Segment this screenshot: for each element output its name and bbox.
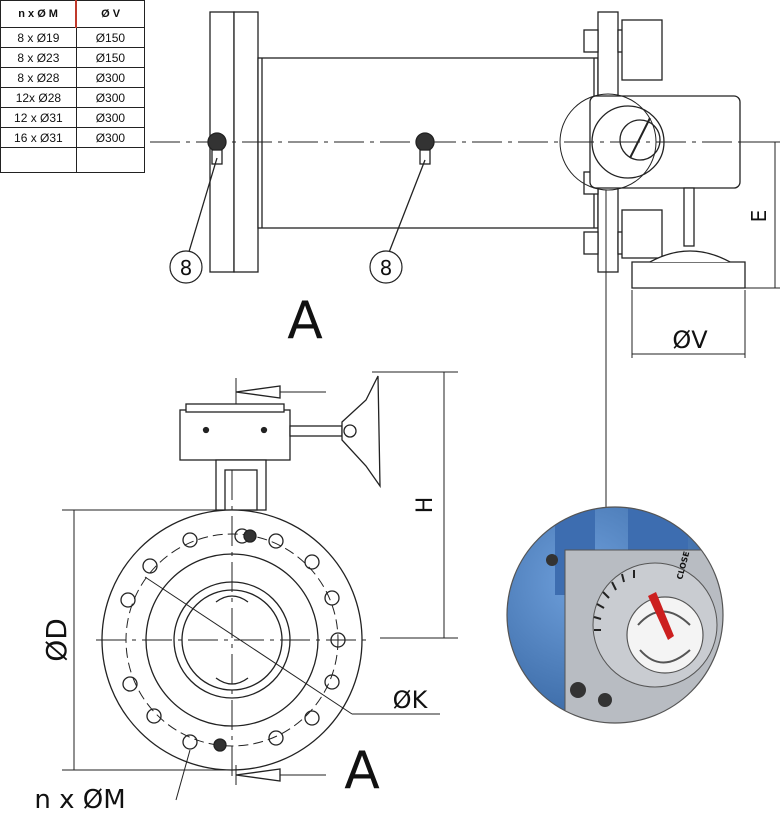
table-cell: 12x Ø28 <box>0 87 77 108</box>
callout-8-left-text: 8 <box>180 256 193 280</box>
bolt-holes-label: n x ØM <box>34 785 125 814</box>
dim-K-label: ØK <box>393 686 429 714</box>
dim-E-label: E <box>747 210 771 223</box>
table-cell: 12 x Ø31 <box>0 107 77 128</box>
dim-H-label: H <box>413 497 438 514</box>
side-view <box>150 11 780 510</box>
table-cell: 8 x Ø28 <box>0 67 77 88</box>
callout-8-right-text: 8 <box>380 256 393 280</box>
table-cell: Ø150 <box>75 27 146 48</box>
table-row-empty <box>0 147 146 173</box>
table-cell: Ø300 <box>75 107 146 128</box>
table-header-bolts: n x Ø M <box>0 0 78 28</box>
table-cell: Ø150 <box>75 47 146 68</box>
indicator-pointer <box>648 592 674 640</box>
table-header-V: Ø V <box>75 0 146 28</box>
dim-V-label: ØV <box>672 326 708 354</box>
handwheel-front <box>341 375 381 489</box>
gearbox-front <box>179 409 291 461</box>
indicator-detail: CLOSE <box>507 507 723 723</box>
dim-D-label: ØD <box>40 618 73 662</box>
front-view <box>62 371 458 801</box>
table-cell: 8 x Ø23 <box>0 47 77 68</box>
handwheel-side <box>631 261 746 289</box>
table-cell: Ø300 <box>75 87 146 108</box>
table-header-row: n x Ø M Ø V <box>0 0 146 28</box>
table-cell: Ø300 <box>75 127 146 148</box>
callout-8-left: 8 <box>169 250 203 284</box>
table-cell: 16 x Ø31 <box>0 127 77 148</box>
callout-8-right: 8 <box>369 250 403 284</box>
table-cell: Ø300 <box>75 67 146 88</box>
outer-flange-circle <box>101 509 363 771</box>
section-A-bottom: A <box>344 741 380 801</box>
section-A-top: A <box>287 291 323 351</box>
table-cell: 8 x Ø19 <box>0 27 77 48</box>
